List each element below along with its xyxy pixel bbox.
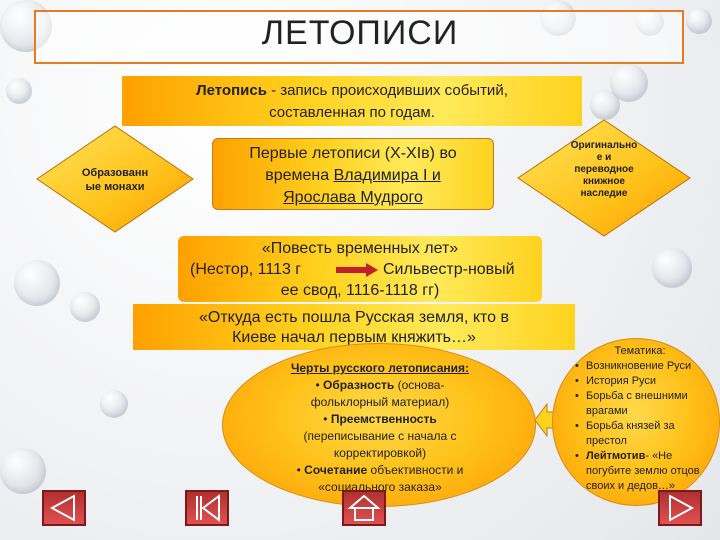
first-line-2-pre: времена bbox=[265, 167, 334, 184]
page-title: ЛЕТОПИСИ bbox=[261, 14, 459, 52]
features-item-rest: (основа- bbox=[394, 378, 445, 392]
features-item-bold: Сочетание bbox=[304, 463, 368, 477]
bubble-decoration bbox=[652, 248, 692, 288]
features-item: • Сочетание объективности и bbox=[296, 463, 464, 477]
quote-line-2: Киеве начал первым княжить…» bbox=[232, 329, 476, 346]
features-item: корректировкой) bbox=[333, 446, 427, 460]
features-item-rest: объективности и bbox=[367, 463, 464, 477]
definition-box: Летопись - запись происходивших событий,… bbox=[122, 76, 582, 126]
topics-list: Возникновение Руси История Руси Борьба с… bbox=[574, 359, 706, 494]
topics-item: Возникновение Руси bbox=[575, 359, 706, 374]
arrow-right-icon bbox=[336, 263, 378, 277]
title-frame bbox=[34, 10, 684, 64]
back-button[interactable] bbox=[185, 490, 229, 526]
heritage-line: книжное bbox=[583, 176, 625, 187]
next-icon bbox=[669, 494, 695, 522]
bubble-decoration bbox=[0, 448, 46, 494]
features-item-bold: Преемственность bbox=[330, 412, 437, 426]
first-chronicles-box: Первые летописи (X-XIв) во времена Влади… bbox=[212, 138, 494, 210]
home-button[interactable] bbox=[342, 490, 386, 526]
definition-term: Летопись bbox=[196, 82, 267, 99]
bubble-decoration bbox=[100, 390, 128, 418]
topics-item: Борьба князей за престол bbox=[575, 419, 706, 449]
heritage-line: переводное bbox=[574, 164, 634, 175]
bubble-decoration bbox=[610, 64, 648, 102]
bubble-decoration bbox=[686, 8, 712, 34]
first-page-icon bbox=[49, 494, 75, 522]
topics-item: Борьба с внешними врагами bbox=[575, 389, 706, 419]
definition-line-2: составленная по годам. bbox=[269, 104, 435, 121]
heritage-diamond bbox=[517, 119, 691, 237]
first-line-1: Первые летописи (X-XIв) во bbox=[249, 145, 457, 162]
quote-line-1: «Откуда есть пошла Русская земля, кто в bbox=[198, 309, 510, 326]
back-icon bbox=[196, 494, 220, 522]
features-item: фольклорный материал) bbox=[310, 395, 450, 409]
features-item: • Преемственность bbox=[323, 412, 437, 426]
povest-line-2: (Нестор, 1113 г Сильвестр-новый bbox=[178, 259, 542, 280]
features-item: (переписывание с начала с bbox=[303, 429, 457, 443]
features-heading: Черты русского летописания: bbox=[290, 361, 470, 375]
leitmotif-text: - «Не погубите землю отцов своих и дедов… bbox=[586, 450, 700, 492]
next-button[interactable] bbox=[658, 490, 702, 526]
home-icon bbox=[347, 494, 381, 521]
topics-item: История Руси bbox=[575, 374, 706, 389]
povest-box: «Повесть временных лет» (Нестор, 1113 г … bbox=[178, 236, 542, 302]
first-line-2: времена Владимира I и bbox=[213, 165, 493, 187]
heritage-label: Оригинально е и переводное книжное насле… bbox=[554, 140, 654, 200]
topics-text: Тематика: Возникновение Руси История Рус… bbox=[574, 344, 706, 494]
bubble-decoration bbox=[70, 292, 100, 322]
heritage-line: Оригинально bbox=[570, 140, 638, 151]
bubble-decoration bbox=[6, 78, 32, 104]
features-text: Черты русского летописания: • Образность… bbox=[250, 360, 510, 496]
monks-diamond bbox=[36, 125, 194, 233]
topics-heading: Тематика: bbox=[614, 345, 666, 357]
definition-rest: - запись происходивших событий, bbox=[266, 82, 508, 99]
povest-line-3: ее свод, 1116-1118 гг) bbox=[280, 282, 440, 299]
features-item: • Образность (основа- bbox=[315, 378, 445, 392]
heritage-line: е и bbox=[596, 152, 612, 163]
bubble-decoration bbox=[14, 260, 60, 306]
monks-label: Образованн ые монахи bbox=[55, 166, 175, 194]
definition-line-1: Летопись - запись происходивших событий, bbox=[122, 80, 582, 102]
povest-line-2-left: (Нестор, 1113 г bbox=[190, 261, 302, 278]
first-line-3: Ярослава Мудрого bbox=[283, 189, 423, 206]
features-item-bold: Образность bbox=[323, 378, 395, 392]
quote-box: «Откуда есть пошла Русская земля, кто в … bbox=[133, 304, 575, 350]
povest-line-2-right: Сильвестр-новый bbox=[383, 261, 515, 278]
heritage-line: наследие bbox=[580, 188, 628, 199]
topics-item: Лейтмотив- «Не погубите землю отцов свои… bbox=[575, 449, 706, 494]
first-line-2-underlined: Владимира I и bbox=[333, 167, 441, 184]
povest-line-1: «Повесть временных лет» bbox=[261, 240, 459, 257]
monks-line-2: ые монахи bbox=[85, 181, 145, 193]
monks-line-1: Образованн bbox=[81, 167, 149, 179]
leitmotif-label: Лейтмотив bbox=[586, 450, 646, 462]
first-page-button[interactable] bbox=[42, 490, 86, 526]
